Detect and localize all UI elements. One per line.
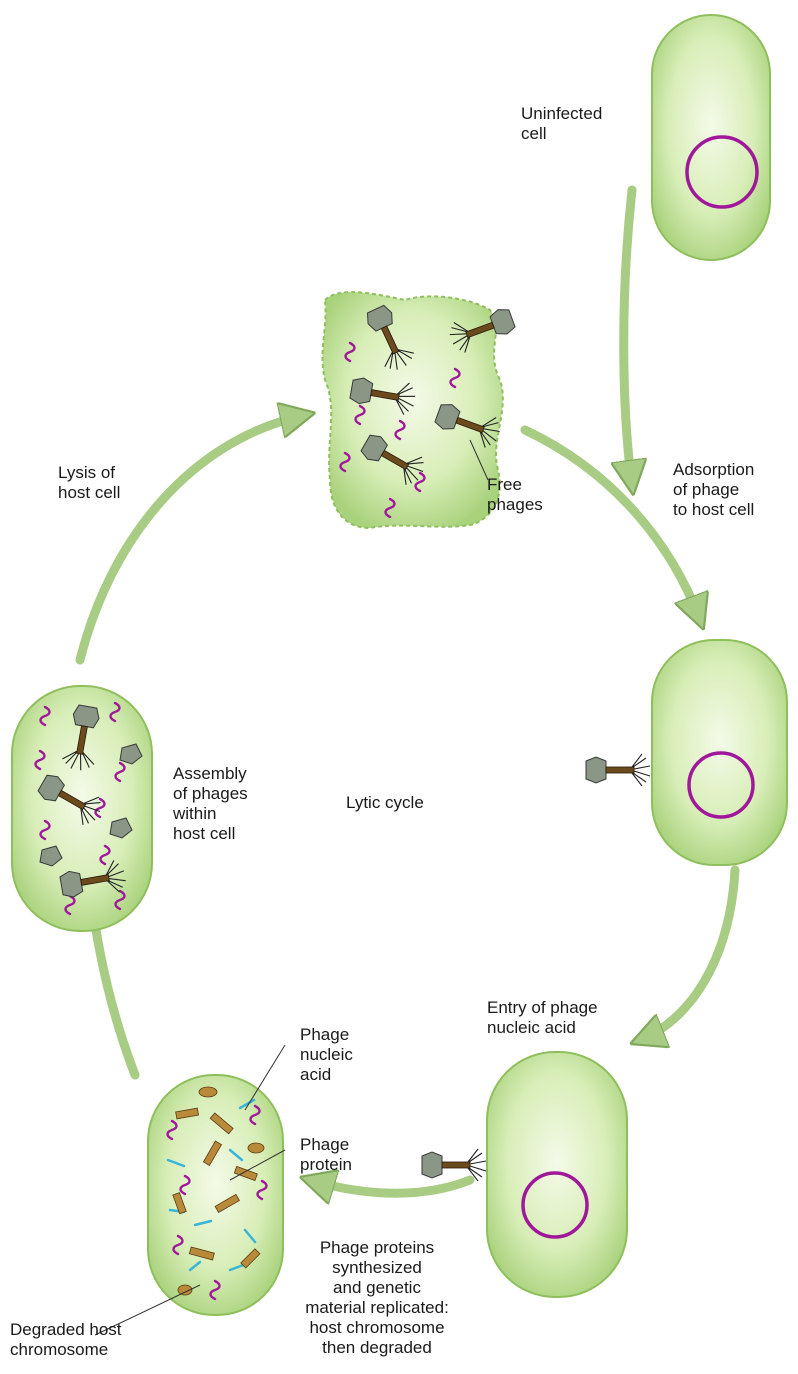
uninfected-cell-label: Uninfected cell: [521, 104, 602, 144]
degraded-chromosome-label: Degraded host chromosome: [10, 1320, 122, 1360]
arrow-assembly-to-lysis: [80, 415, 305, 660]
lysis-label: Lysis of host cell: [58, 463, 120, 503]
free-phages-label: Free phages: [487, 475, 543, 515]
bacteriophage-icon: [586, 754, 650, 786]
adsorption-cell: [586, 640, 787, 865]
phage-nucleic-acid-label: Phage nucleic acid: [300, 1025, 353, 1085]
lytic-cycle-title: Lytic cycle: [346, 793, 424, 813]
arrow-uninfected-to-adsorption: [624, 190, 632, 485]
phage-protein-label: Phage protein: [300, 1135, 352, 1175]
entry-label: Entry of phage nucleic acid: [487, 998, 598, 1038]
assembly-cell: [12, 686, 152, 931]
arrow-entry-to-synthesis: [310, 1180, 470, 1193]
bacteriophage-icon: [422, 1149, 486, 1181]
arrow-free-to-adsorption: [525, 430, 700, 620]
arrow-adsorption-to-entry: [640, 870, 735, 1040]
synthesis-cell: [148, 1075, 283, 1315]
adsorption-label: Adsorption of phage to host cell: [673, 460, 754, 520]
synthesis-label: Phage proteins synthesized and genetic m…: [272, 1238, 482, 1358]
assembly-label: Assembly of phages within host cell: [173, 764, 248, 844]
uninfected-cell: [652, 15, 770, 260]
